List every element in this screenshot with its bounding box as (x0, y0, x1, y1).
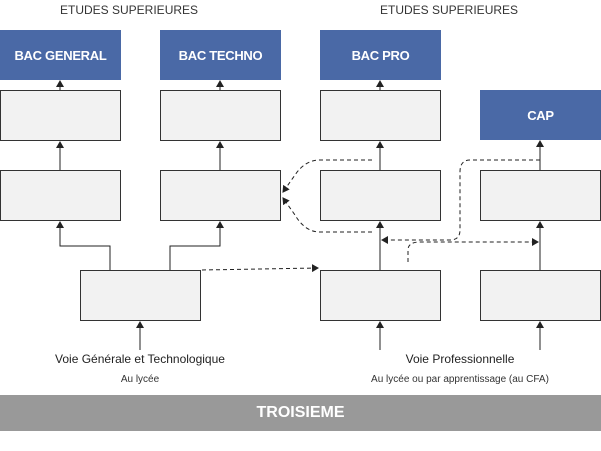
general-year-premiere-box (0, 170, 121, 221)
pro-year-premiere-box (320, 170, 441, 221)
cap-year-two-box (480, 170, 601, 221)
bac-techno-box: BAC TECHNO (160, 30, 281, 80)
cap-box: CAP (480, 90, 601, 140)
pro-year-terminale-box (320, 90, 441, 141)
bac-general-box: BAC GENERAL (0, 30, 121, 80)
techno-year-premiere-box (160, 170, 281, 221)
techno-year-terminale-box (160, 90, 281, 141)
voie-pro-title: Voie Professionnelle (405, 352, 515, 366)
troisieme-label: TROISIEME (256, 404, 345, 421)
voie-pro-subtitle: Au lycée ou par apprentissage (au CFA) (371, 374, 549, 385)
cap-year-one-box (480, 270, 601, 321)
voie-generale-title: Voie Générale et Technologique (55, 352, 225, 366)
troisieme-bar: TROISIEME (0, 395, 601, 431)
seconde-generale-box (80, 270, 201, 321)
general-year-terminale-box (0, 90, 121, 141)
bac-pro-box: BAC PRO (320, 30, 441, 80)
seconde-pro-box (320, 270, 441, 321)
voie-generale-subtitle: Au lycée (120, 374, 160, 385)
